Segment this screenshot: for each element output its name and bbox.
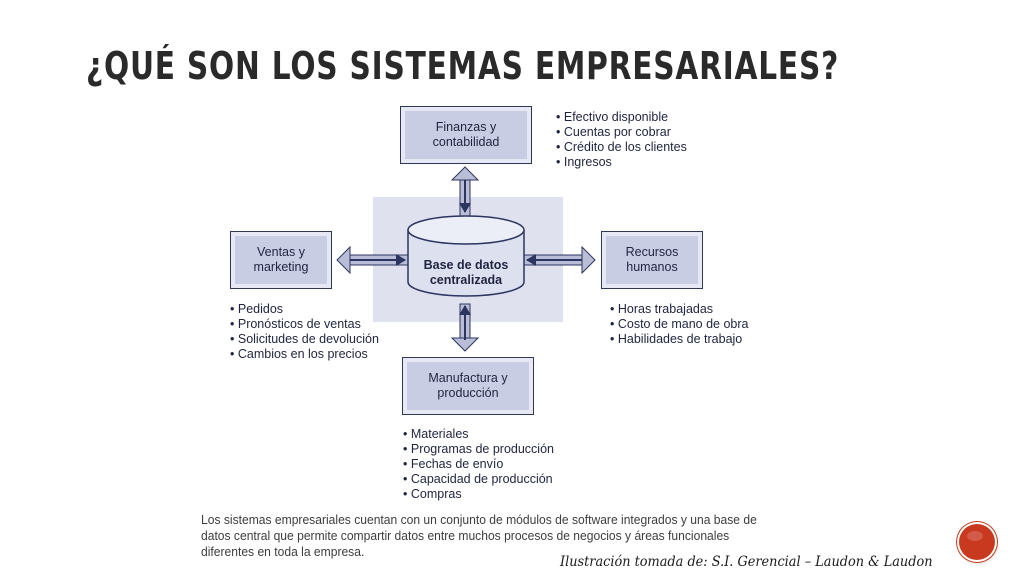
list-item: Compras (403, 487, 554, 502)
arrow-to-sales (336, 245, 409, 275)
list-item: Efectivo disponible (556, 110, 687, 125)
hr-module-box: Recursos humanos (601, 231, 703, 289)
list-item: Costo de mano de obra (610, 317, 749, 332)
list-item: Cambios en los precios (230, 347, 379, 362)
hr-data-list: Horas trabajadas Costo de mano de obra H… (610, 302, 749, 347)
list-item: Crédito de los clientes (556, 140, 687, 155)
slide-nav-button[interactable] (959, 524, 995, 560)
manufacturing-label-line2: producción (437, 386, 499, 400)
database-label: Base de datos centralizada (408, 258, 524, 288)
arrow-to-hr (523, 245, 596, 275)
list-item: Cuentas por cobrar (556, 125, 687, 140)
image-credit: Ilustración tomada de: S.I. Gerencial – … (560, 554, 933, 570)
manufacturing-module-box: Manufactura y producción (402, 357, 534, 415)
finance-data-list: Efectivo disponible Cuentas por cobrar C… (556, 110, 687, 170)
finance-label-line1: Finanzas y (435, 120, 497, 134)
list-item: Materiales (403, 427, 554, 442)
list-item: Pedidos (230, 302, 379, 317)
sales-module-box: Ventas y marketing (230, 231, 332, 289)
list-item: Pronósticos de ventas (230, 317, 379, 332)
list-item: Programas de producción (403, 442, 554, 457)
list-item: Horas trabajadas (610, 302, 749, 317)
figure-caption: Los sistemas empresariales cuentan con u… (201, 512, 757, 559)
manufacturing-label-line1: Manufactura y (428, 371, 508, 385)
slide-title: ¿Qué son los sistemas empresariales? (86, 44, 840, 88)
manufacturing-data-list: Materiales Programas de producción Fecha… (403, 427, 554, 502)
list-item: Habilidades de trabajo (610, 332, 749, 347)
database-label-line2: centralizada (429, 273, 503, 287)
sales-label-line1: Ventas y (257, 245, 305, 259)
list-item: Ingresos (556, 155, 687, 170)
list-item: Solicitudes de devolución (230, 332, 379, 347)
arrow-to-finance (450, 166, 480, 217)
sales-label-line2: marketing (253, 260, 309, 274)
sales-data-list: Pedidos Pronósticos de ventas Solicitude… (230, 302, 379, 362)
finance-module-box: Finanzas y contabilidad (400, 106, 532, 164)
list-item: Fechas de envío (403, 457, 554, 472)
database-label-line1: Base de datos (423, 258, 509, 272)
hr-label-line1: Recursos (625, 245, 679, 259)
finance-label-line2: contabilidad (432, 135, 500, 149)
hr-label-line2: humanos (626, 260, 678, 274)
arrow-to-manufacturing (450, 303, 480, 352)
database-cylinder-icon (407, 215, 525, 297)
list-item: Capacidad de producción (403, 472, 554, 487)
